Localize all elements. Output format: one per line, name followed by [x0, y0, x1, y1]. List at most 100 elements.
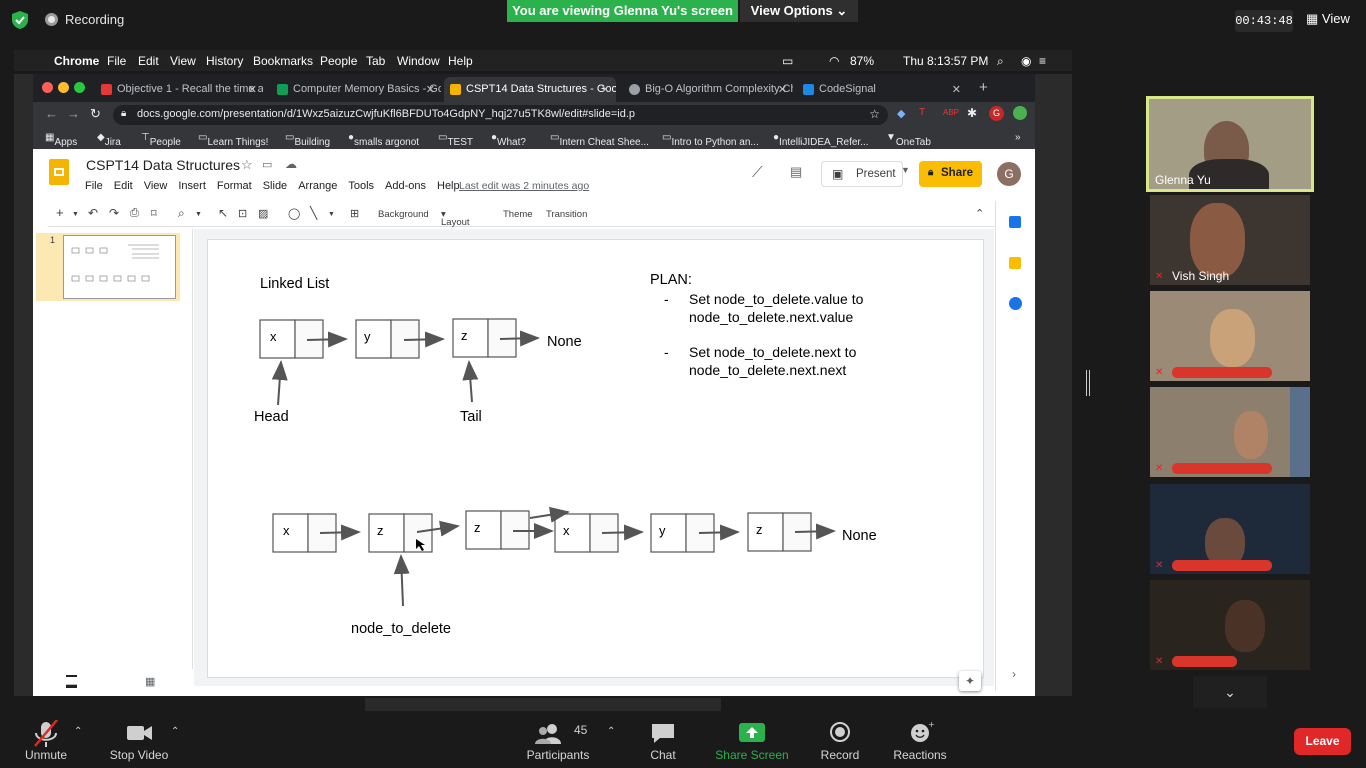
video-tile-active-speaker[interactable]: Glenna Yu: [1146, 96, 1314, 192]
slides-menu-addons[interactable]: Add-ons: [385, 180, 426, 192]
document-title[interactable]: CSPT14 Data Structures: [86, 157, 241, 173]
line-icon[interactable]: ╲: [310, 206, 318, 220]
battery-percent[interactable]: 87%: [850, 54, 875, 68]
move-folder-icon[interactable]: ▭: [262, 159, 273, 171]
cloud-status-icon[interactable]: ☁: [285, 157, 297, 171]
browser-tab-bigo[interactable]: Big-O Algorithm Complexity Ch✕: [623, 77, 793, 102]
bookmark-what[interactable]: ● What?: [491, 132, 526, 148]
bookmark-learn[interactable]: ▭ Learn Things!: [198, 132, 269, 148]
zoom-dropdown-icon[interactable]: ▼: [195, 211, 202, 218]
extension-icon[interactable]: ◆: [897, 108, 906, 120]
expand-panel-icon[interactable]: ›: [1012, 667, 1016, 681]
display-icon[interactable]: ▭: [782, 54, 794, 68]
slides-menu-arrange[interactable]: Arrange: [298, 180, 338, 192]
shape-icon[interactable]: ◯: [288, 208, 301, 220]
bookmark-python[interactable]: ▭ Intro to Python an...: [662, 132, 759, 148]
line-dropdown-icon[interactable]: ▼: [328, 211, 335, 218]
leave-meeting-button[interactable]: Leave: [1294, 728, 1351, 755]
slides-menu-edit[interactable]: Edit: [113, 180, 133, 192]
bookmark-test[interactable]: ▭ TEST: [438, 132, 474, 148]
close-window-icon[interactable]: [42, 82, 53, 93]
redo-icon[interactable]: ↷: [109, 206, 120, 220]
present-button[interactable]: ▣Present: [821, 161, 903, 187]
participants-button[interactable]: 45 Participants: [523, 720, 593, 764]
reactions-button[interactable]: + Reactions: [889, 720, 951, 764]
video-options-chevron-icon[interactable]: ⌃: [171, 726, 180, 737]
calendar-icon[interactable]: [1009, 216, 1021, 228]
menu-people[interactable]: People: [320, 54, 358, 68]
close-tab-icon[interactable]: ✕: [425, 84, 435, 96]
slides-menu-slide[interactable]: Slide: [262, 180, 288, 192]
present-dropdown-icon[interactable]: ▼: [901, 165, 910, 175]
video-tile[interactable]: Vish Singh ✕: [1150, 195, 1310, 285]
url-input[interactable]: 🔒︎ docs.google.com/presentation/d/1Wxz5a…: [113, 105, 888, 125]
bookmark-apps[interactable]: ▦ Apps: [45, 132, 78, 148]
slides-menu-file[interactable]: File: [85, 180, 103, 192]
filmstrip-view-icon[interactable]: ▬: [66, 675, 77, 691]
grid-view-icon[interactable]: ▦: [145, 676, 156, 688]
wifi-icon[interactable]: ◠: [829, 54, 840, 68]
browser-tab-memory[interactable]: Computer Memory Basics - Go✕: [271, 77, 441, 102]
scroll-down-videos-icon[interactable]: ⌄: [1193, 676, 1267, 708]
bookmark-jira[interactable]: ◆ Jira: [97, 132, 121, 148]
browser-tab-cspt14[interactable]: CSPT14 Data Structures - Goo✕: [444, 77, 616, 102]
close-tab-icon[interactable]: ✕: [600, 84, 610, 96]
minimize-window-icon[interactable]: [58, 82, 69, 93]
select-cursor-icon[interactable]: ↖: [218, 206, 229, 220]
menu-tab[interactable]: Tab: [366, 54, 386, 68]
video-tile[interactable]: ✕: [1150, 387, 1310, 477]
new-tab-icon[interactable]: +: [979, 79, 988, 96]
forward-icon[interactable]: →: [67, 106, 80, 121]
slides-menu-help[interactable]: Help: [437, 180, 460, 192]
last-edit-link[interactable]: Last edit was 2 minutes ago: [459, 180, 590, 192]
image-icon[interactable]: ▨: [258, 208, 269, 220]
chat-button[interactable]: Chat: [638, 720, 688, 764]
stop-video-button[interactable]: Stop Video: [104, 720, 174, 764]
menu-window[interactable]: Window: [397, 54, 440, 68]
new-slide-dropdown-icon[interactable]: ▼: [72, 211, 79, 218]
view-layout-button[interactable]: ▦ View: [1306, 11, 1350, 27]
share-screen-button[interactable]: Share Screen: [712, 720, 792, 764]
slides-menu-format[interactable]: Format: [216, 180, 252, 192]
more-bookmarks-icon[interactable]: »: [1015, 132, 1021, 143]
reload-icon[interactable]: ↻: [90, 106, 101, 121]
security-shield-icon[interactable]: [10, 10, 30, 30]
undo-icon[interactable]: ↶: [88, 206, 99, 220]
extensions-puzzle-icon[interactable]: ✱: [967, 106, 978, 120]
account-avatar[interactable]: G: [997, 162, 1021, 186]
menu-edit[interactable]: Edit: [138, 54, 159, 68]
record-button[interactable]: Record: [815, 720, 865, 764]
background-button[interactable]: Background: [378, 209, 429, 220]
bookmark-star-icon[interactable]: ☆: [869, 107, 880, 121]
unmute-button[interactable]: Unmute: [18, 719, 74, 764]
zoom-window-icon[interactable]: [74, 82, 85, 93]
print-icon[interactable]: ⎙: [130, 207, 139, 219]
control-center-icon[interactable]: ≡: [1039, 54, 1047, 68]
menu-bookmarks[interactable]: Bookmarks: [253, 54, 314, 68]
participants-options-chevron-icon[interactable]: ⌃: [607, 726, 616, 737]
close-tab-icon[interactable]: ✕: [951, 84, 961, 96]
extension-icon[interactable]: T: [919, 107, 926, 118]
collapse-toolbar-icon[interactable]: ⌃: [975, 208, 985, 220]
video-tile[interactable]: ✕: [1150, 580, 1310, 670]
activity-trend-icon[interactable]: ⟋: [752, 164, 763, 181]
keep-icon[interactable]: [1009, 257, 1021, 269]
slide-thumbnail[interactable]: [63, 235, 176, 299]
bookmark-smalls[interactable]: ● smalls argonot: [348, 132, 420, 148]
slide-canvas[interactable]: Linked List x y z None Head Tail PLAN: -…: [207, 239, 984, 678]
panel-resize-handle[interactable]: [1086, 370, 1090, 396]
slides-logo-icon[interactable]: [49, 159, 69, 185]
theme-button[interactable]: Theme: [503, 209, 533, 220]
paint-format-icon[interactable]: ⌑: [151, 208, 157, 220]
spotlight-search-icon[interactable]: ⌕: [997, 54, 1004, 68]
menu-file[interactable]: File: [107, 54, 127, 68]
slides-menu-insert[interactable]: Insert: [178, 180, 206, 192]
menu-help[interactable]: Help: [448, 54, 473, 68]
menubar-clock[interactable]: Thu 8:13:57 PM: [903, 54, 989, 68]
update-icon[interactable]: [1013, 106, 1027, 120]
bookmark-building[interactable]: ▭ Building: [285, 132, 331, 148]
profile-avatar-icon[interactable]: G: [989, 106, 1004, 121]
back-icon[interactable]: ←: [45, 106, 58, 121]
star-icon[interactable]: ☆: [241, 157, 253, 172]
transition-button[interactable]: Transition: [546, 209, 588, 220]
